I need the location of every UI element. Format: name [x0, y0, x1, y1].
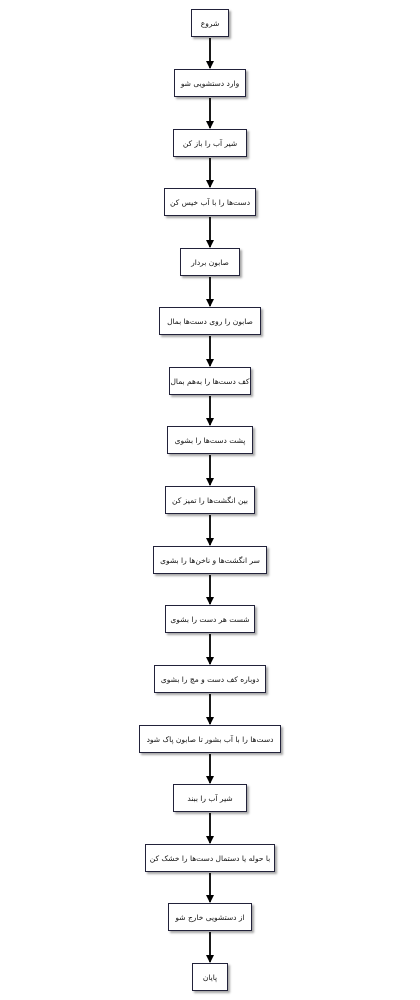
process-step-6: کف دست‌ها را به‌هم بمال — [169, 367, 251, 395]
start-node: شروع — [191, 9, 229, 37]
process-step-7: پشت دست‌ها را بشوی — [167, 426, 253, 454]
process-step-4: صابون بردار — [180, 248, 240, 276]
process-step-8: بین انگشت‌ها را تمیز کن — [165, 486, 255, 514]
process-step-10: شست هر دست را بشوی — [165, 605, 255, 633]
process-step-11: دوباره کف دست و مچ را بشوی — [154, 665, 266, 693]
process-step-15: از دستشویی خارج شو — [168, 903, 252, 931]
process-step-3: دست‌ها را با آب خیس کن — [164, 188, 256, 216]
end-node: پایان — [192, 963, 228, 991]
process-step-1: وارد دستشویی شو — [174, 69, 246, 97]
process-step-9: سر انگشت‌ها و ناخن‌ها را بشوی — [153, 546, 267, 574]
process-step-14: با حوله یا دستمال دست‌ها را خشک کن — [145, 844, 275, 872]
process-step-2: شیر آب را باز کن — [173, 129, 247, 157]
process-step-13: شیر آب را ببند — [173, 784, 247, 812]
process-step-5: صابون را روی دست‌ها بمال — [159, 307, 261, 335]
process-step-12: دست‌ها را با آب بشور تا صابون پاک شود — [139, 725, 281, 753]
